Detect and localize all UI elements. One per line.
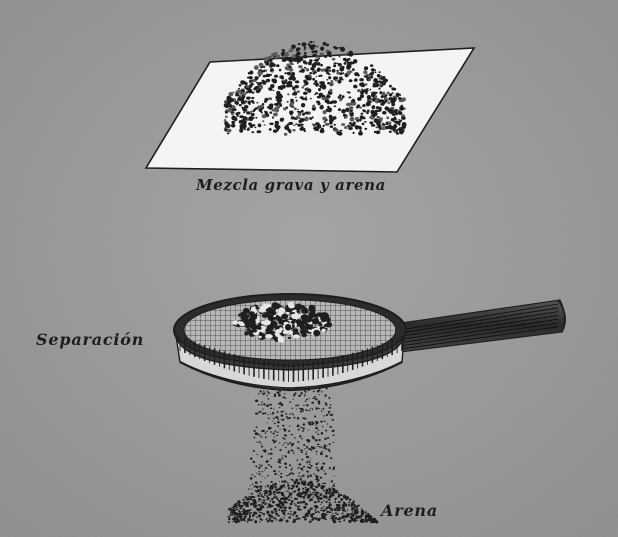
label-sand: Arena	[381, 501, 438, 520]
label-mixture: Mezcla grava y arena	[196, 176, 386, 194]
label-separation: Separación	[36, 330, 144, 349]
